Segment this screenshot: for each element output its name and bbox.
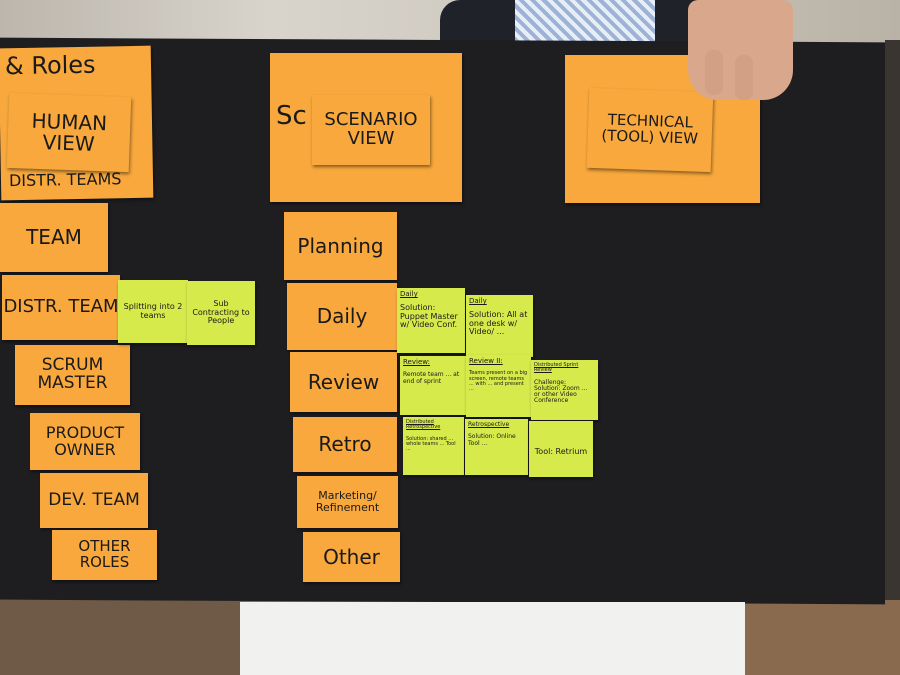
wall-right: [885, 40, 900, 600]
role-label: SCRUM MASTER: [37, 355, 108, 393]
role-label: DISTR. TEAM: [3, 296, 119, 318]
sticky-note: Sub Contracting to People: [187, 281, 255, 345]
scenario-marketing: Marketing/ Refinement: [297, 476, 398, 528]
note-title: Review II:: [469, 357, 503, 365]
technical-view-label: TECHNICAL (TOOL) VIEW: [601, 110, 699, 148]
sticky-note: Review II: Teams present on a big screen,…: [466, 355, 531, 417]
scenario-retro: Retro: [293, 417, 397, 472]
scenario-view-label: SCENARIO VIEW: [324, 109, 418, 149]
scenario-view-note: SCENARIO VIEW: [312, 95, 430, 165]
scenario-label: Planning: [297, 233, 384, 258]
role-scrum-master: SCRUM MASTER: [15, 345, 130, 405]
sticky-note: Tool: Retrium: [529, 421, 593, 477]
note-title: Retrospective: [468, 421, 510, 428]
note-body: Solution: Online Tool ...: [468, 433, 516, 447]
scenario-label: Other: [323, 544, 380, 569]
human-view-note: HUMAN VIEW: [6, 92, 132, 173]
note-body: Solution: Puppet Master w/ Video Conf.: [400, 303, 458, 330]
note-title: Daily: [400, 290, 418, 298]
note-body: Challenge: Solution: Zoom ... or other V…: [534, 378, 588, 405]
role-label: TEAM: [26, 225, 82, 249]
role-other-roles: OTHER ROLES: [52, 530, 157, 580]
note-body: Solution: All at one desk w/ Video/ ...: [469, 310, 528, 337]
sticky-note: Review: Remote team ... at end of sprint: [400, 356, 466, 415]
scenario-label: Retro: [318, 432, 372, 456]
role-product-owner: PRODUCT OWNER: [30, 413, 140, 470]
role-label: PRODUCT OWNER: [45, 422, 125, 459]
scenario-label: Daily: [316, 304, 368, 328]
note-body: Solution: shared ... whole teams ... Too…: [406, 435, 456, 452]
scenario-daily: Daily: [287, 283, 397, 350]
sticky-note: Splitting into 2 teams: [118, 280, 188, 343]
scenario-label: Marketing/ Refinement: [315, 489, 380, 514]
finger: [705, 50, 723, 95]
note-body: Remote team ... at end of sprint: [403, 371, 460, 385]
role-team: TEAM: [0, 203, 108, 272]
note-body: Teams present on a big screen, remote te…: [469, 370, 528, 393]
scenario-header: Sc: [276, 101, 307, 131]
note-title: Distributed Retrospective: [406, 419, 441, 431]
floor: [0, 600, 240, 675]
note-text: Sub Contracting to People: [192, 299, 250, 326]
scenario-header-note: Sc: [270, 53, 462, 202]
role-dev-team: DEV. TEAM: [40, 473, 148, 528]
scenario-review: Review: [290, 352, 397, 412]
roles-header: & Roles: [4, 50, 96, 81]
note-title: Distributed Sprint Review: [534, 362, 579, 374]
scenario-other: Other: [303, 532, 400, 582]
technical-view-note: TECHNICAL (TOOL) VIEW: [586, 87, 714, 173]
note-body: Tool: Retrium: [534, 446, 588, 456]
role-distr-team: DISTR. TEAM: [2, 275, 120, 340]
roles-header-sub: DISTR. TEAMS: [8, 169, 122, 191]
role-label: OTHER ROLES: [78, 537, 131, 571]
note-title: Daily: [469, 297, 487, 305]
role-label: DEV. TEAM: [48, 489, 140, 510]
finger: [735, 55, 753, 100]
human-view-label: HUMAN VIEW: [31, 108, 108, 156]
table: [240, 602, 745, 675]
scenario-label: Review: [307, 369, 380, 394]
note-text: Splitting into 2 teams: [123, 302, 183, 320]
note-title: Review:: [403, 358, 430, 366]
scenario-planning: Planning: [284, 212, 397, 280]
shirt: [515, 0, 655, 42]
